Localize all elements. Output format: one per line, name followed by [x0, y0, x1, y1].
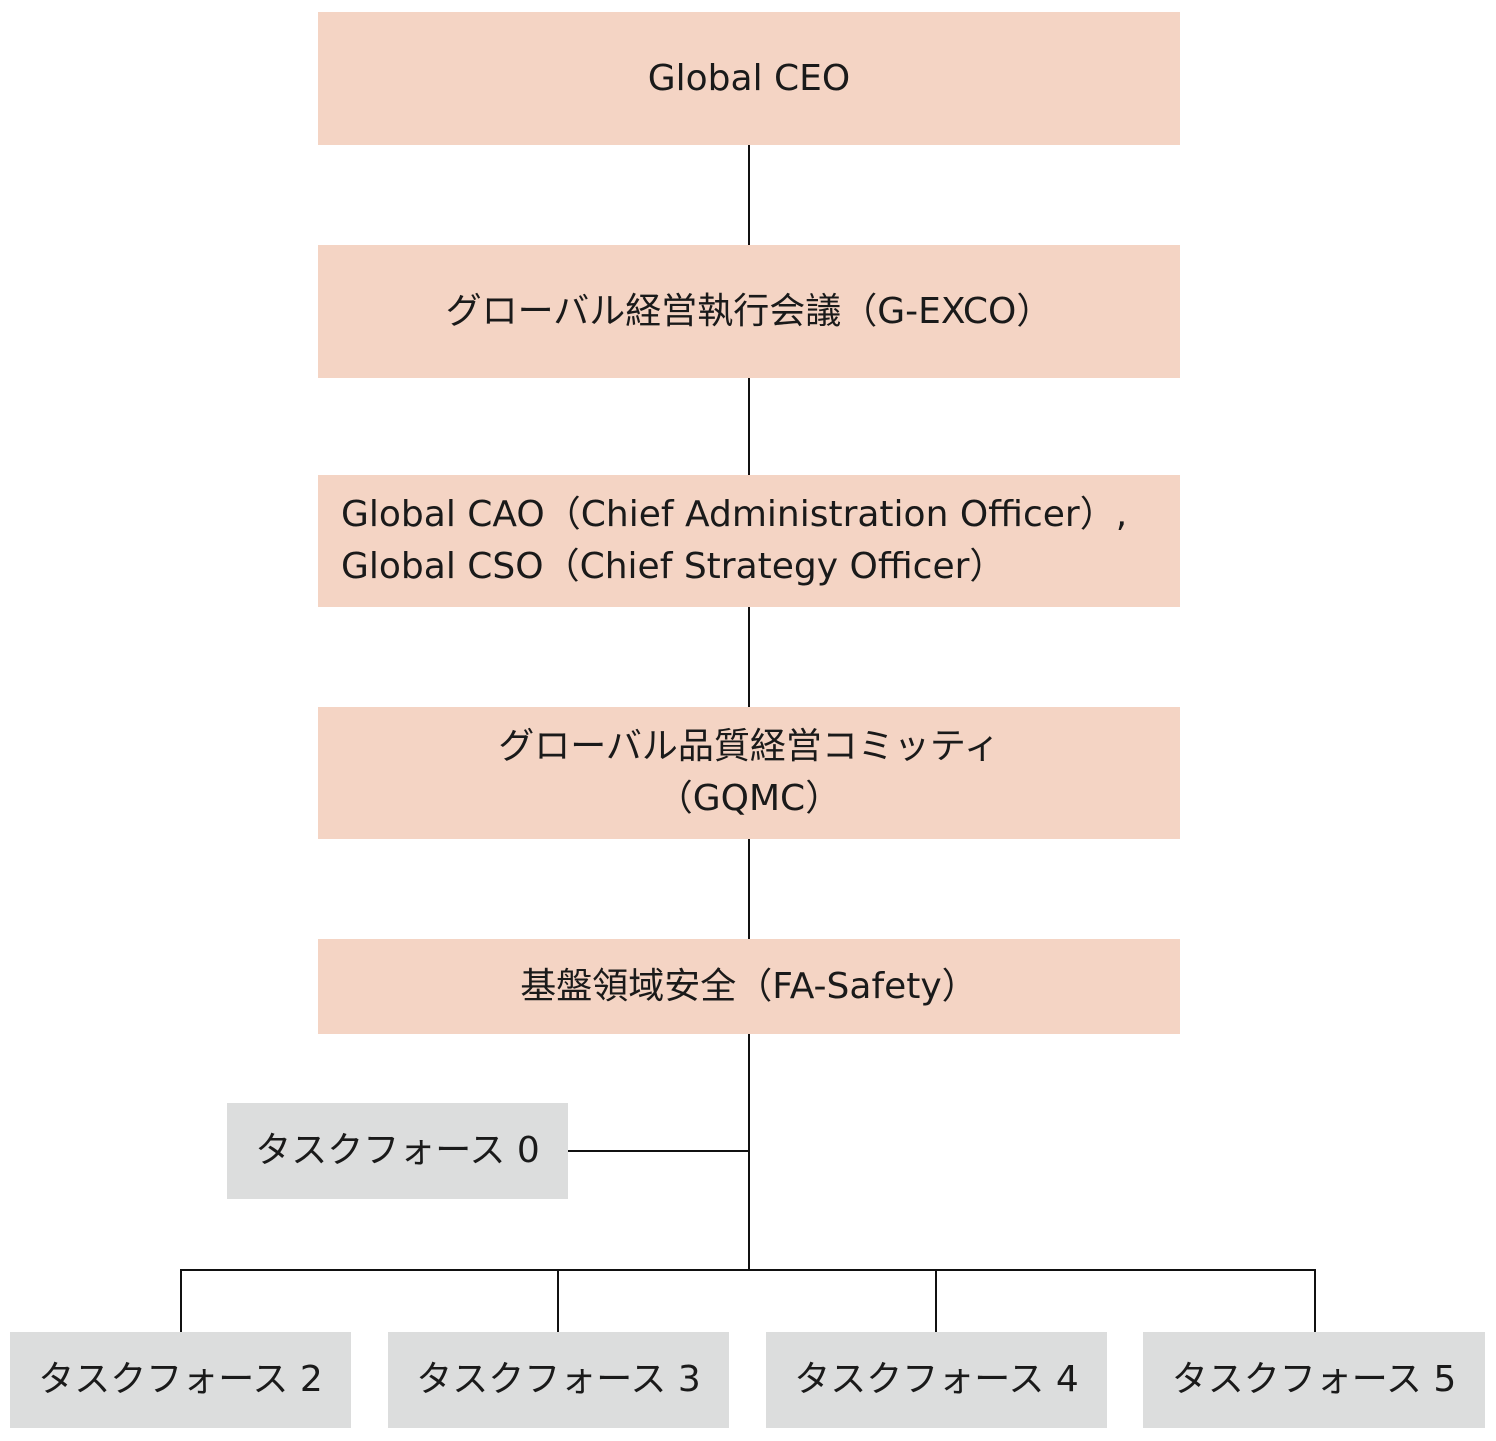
node-taskforce-2: タスクフォース 2: [10, 1332, 351, 1428]
node-label: （GQMC）: [656, 778, 842, 819]
connector-tf2: [180, 1269, 182, 1332]
node-label: タスクフォース 5: [1171, 1359, 1457, 1400]
node-gqmc: グローバル品質経営コミッティ （GQMC）: [318, 707, 1180, 839]
node-label: タスクフォース 3: [416, 1359, 701, 1400]
connector-tf5: [1314, 1269, 1316, 1332]
node-taskforce-5: タスクフォース 5: [1143, 1332, 1485, 1428]
node-g-exco: グローバル経営執行会議（G-EXCO）: [318, 245, 1180, 378]
node-label: タスクフォース 4: [794, 1359, 1079, 1400]
node-label: グローバル品質経営コミッティ: [498, 726, 1000, 767]
node-label: Global CEO: [647, 57, 851, 99]
connector-horizontal-bottom: [180, 1269, 1316, 1271]
node-cao-cso: Global CAO（Chief Administration Officer）…: [318, 475, 1180, 607]
node-label: 基盤領域安全（FA-Safety）: [520, 965, 978, 1007]
node-fa-safety: 基盤領域安全（FA-Safety）: [318, 939, 1180, 1034]
connector-tf3: [557, 1269, 559, 1332]
node-label: Global CAO（Chief Administration Officer）…: [341, 494, 1128, 535]
node-label: グローバル経営執行会議（G-EXCO）: [445, 290, 1053, 332]
connector-tf4: [935, 1269, 937, 1332]
node-label: タスクフォース 0: [255, 1130, 540, 1171]
node-taskforce-4: タスクフォース 4: [766, 1332, 1107, 1428]
node-label: タスクフォース 2: [38, 1359, 323, 1400]
node-label: Global CSO（Chief Strategy Officer）: [341, 546, 1006, 587]
node-taskforce-0: タスクフォース 0: [227, 1103, 568, 1199]
node-taskforce-3: タスクフォース 3: [388, 1332, 729, 1428]
node-global-ceo: Global CEO: [318, 12, 1180, 145]
connector-tf0: [566, 1150, 749, 1152]
